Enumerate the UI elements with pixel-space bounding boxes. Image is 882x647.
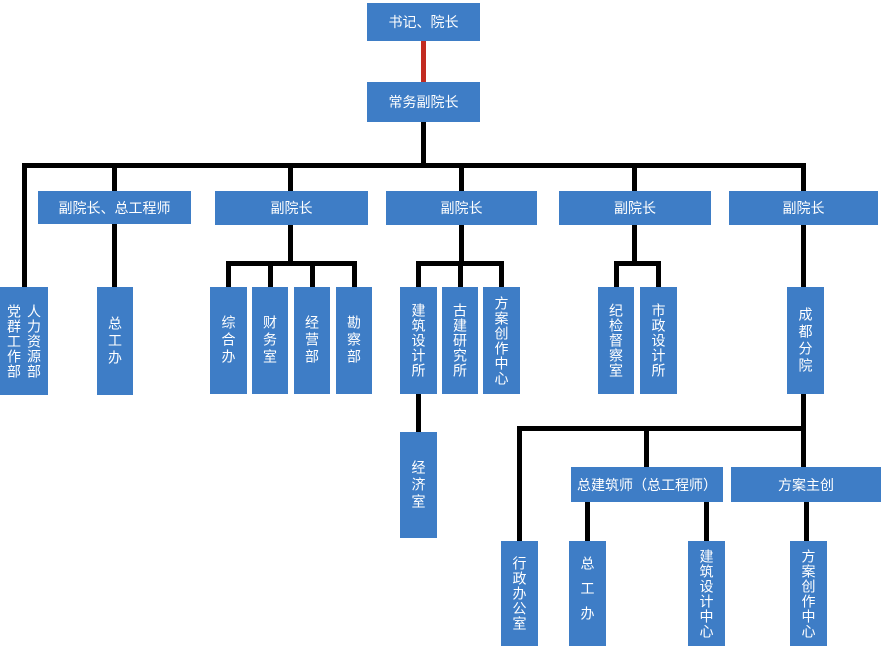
connector-chengdu-bar [517, 426, 806, 431]
connector-vp2-bar [226, 261, 357, 266]
connector-vp3-stem [459, 225, 464, 261]
node-label: 总工办 [107, 315, 123, 367]
node-vp-4: 副院长 [559, 191, 711, 225]
node-administrative-office: 行政办公室 [501, 541, 538, 646]
node-label: 常务副院长 [388, 94, 459, 110]
connector-drop-vp2 [288, 163, 293, 191]
node-survey-dept: 勘察部 [336, 287, 372, 394]
node-vp-5: 副院长 [729, 191, 878, 225]
connector-vp2-stem [288, 225, 293, 261]
node-label: 方案创作中心 [493, 295, 510, 386]
connector-drop-municipal-institute [656, 261, 661, 287]
connector-drop-scheme-center [499, 261, 504, 287]
connector-president-to-exec-red [421, 41, 426, 82]
node-label: 经济室 [410, 459, 427, 511]
node-architectural-design-center: 建筑设计中心 [688, 541, 725, 646]
node-municipal-design-institute: 市政设计所 [640, 287, 677, 394]
node-label-human-resources: 人力资源部 [26, 303, 42, 379]
node-finance-office: 财务室 [252, 287, 288, 394]
node-label: 副院长 [270, 200, 313, 216]
node-scheme-creation-center: 方案创作中心 [483, 287, 520, 394]
node-label: 总工办 [579, 556, 596, 631]
connector-drop-finance-office [268, 261, 273, 287]
node-label: 书记、院长 [388, 14, 459, 30]
node-secretary-president: 书记、院长 [367, 3, 480, 41]
connector-drop-discipline-office [614, 261, 619, 287]
connector-drop-survey-dept [352, 261, 357, 287]
connector-vp4-stem [632, 225, 637, 261]
node-general-office: 综合办 [210, 287, 247, 394]
node-chief-engineer-office: 总工办 [97, 287, 133, 395]
connector-trunk-horizontal [22, 163, 806, 168]
node-economics-office: 经济室 [400, 432, 437, 538]
connector-drop-chief-architect [644, 426, 649, 467]
connector-drop-vp4 [632, 163, 637, 191]
node-vp-2: 副院长 [215, 191, 368, 225]
node-label: 方案主创 [778, 476, 834, 493]
node-label: 市政设计所 [650, 303, 667, 378]
node-label: 副院长 [614, 200, 656, 216]
node-label: 方案创作中心 [800, 548, 817, 639]
node-label: 成都分院 [797, 306, 814, 375]
connector-vp4-bar [614, 261, 661, 266]
node-discipline-inspection-office: 纪检督察室 [598, 287, 634, 394]
connector-vp-chief-engineer-to-office [112, 224, 117, 287]
node-chengdu-branch: 成都分院 [787, 287, 824, 394]
connector-vp5-to-chengdu [801, 225, 806, 287]
connector-drop-vp-chief-engineer [112, 163, 117, 191]
node-vp-chief-engineer: 副院长、总工程师 [38, 191, 191, 224]
node-label: 建筑设计中心 [698, 548, 715, 639]
node-architectural-design-institute: 建筑设计所 [400, 287, 437, 394]
connector-scheme-lead-to-creation-center [804, 502, 809, 541]
connector-arch-institute-to-economics [416, 394, 421, 432]
node-chief-architect: 总建筑师（总工程师） [571, 467, 723, 502]
connector-drop-party-hr [22, 163, 27, 287]
node-scheme-lead: 方案主创 [731, 467, 881, 502]
node-label: 行政办公室 [511, 556, 528, 631]
node-ancient-architecture-research-institute: 古建研究所 [442, 287, 478, 394]
node-label: 经营部 [304, 315, 320, 366]
node-label: 古建研究所 [452, 303, 468, 378]
node-label: 建筑设计所 [410, 303, 427, 378]
node-label: 纪检督察室 [608, 303, 624, 378]
node-label-party-mass: 党群工作部 [6, 303, 22, 379]
node-chief-engineer-office-2: 总工办 [569, 541, 606, 646]
node-vp-3: 副院长 [386, 191, 537, 225]
node-label: 勘察部 [346, 315, 362, 366]
connector-chief-architect-to-office [585, 502, 590, 541]
node-business-dept: 经营部 [294, 287, 330, 394]
node-label: 总建筑师（总工程师） [577, 476, 717, 493]
connector-drop-general-office [226, 261, 231, 287]
node-label: 综合办 [220, 315, 237, 366]
connector-drop-vp5 [801, 163, 806, 191]
connector-drop-admin-office [517, 426, 522, 541]
node-label: 副院长 [440, 200, 483, 216]
node-party-mass-hr-dept: 党群工作部 人力资源部 [0, 287, 48, 395]
node-scheme-creation-center-2: 方案创作中心 [790, 541, 827, 646]
node-label: 副院长 [782, 200, 825, 216]
connector-drop-ancient-arch [458, 261, 463, 287]
node-label: 副院长、总工程师 [58, 199, 171, 216]
connector-chief-architect-to-design-center [704, 502, 709, 541]
connector-drop-arch-design-institute [416, 261, 421, 287]
connector-drop-business-dept [310, 261, 315, 287]
node-executive-vice-president: 常务副院长 [367, 82, 480, 122]
connector-exec-to-trunk [421, 122, 426, 163]
connector-drop-vp3 [459, 163, 464, 191]
node-label: 财务室 [262, 315, 278, 366]
